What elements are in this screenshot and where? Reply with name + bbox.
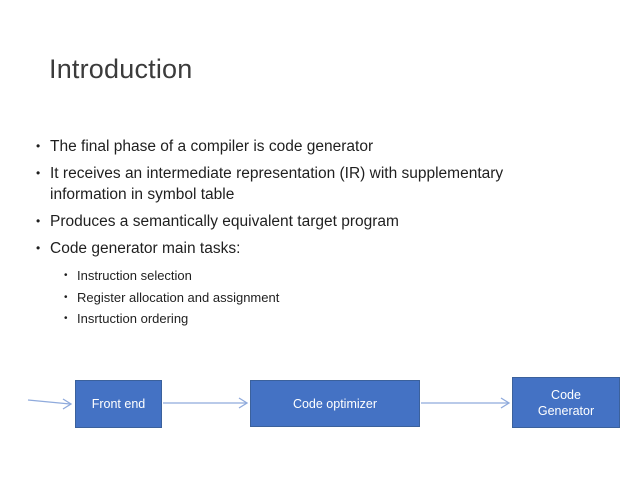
flow-arrow: [163, 397, 249, 409]
bullet-marker: •: [36, 214, 41, 228]
diagram-node-front-end: Front end: [75, 380, 162, 428]
bullet-item: • Code generator main tasks:: [36, 238, 592, 259]
bullet-list: • The final phase of a compiler is code …: [36, 136, 592, 330]
sub-bullet-item: • Register allocation and assignment: [64, 287, 592, 309]
bullet-text: Produces a semantically equivalent targe…: [50, 213, 399, 230]
sub-bullet-text: Insrtuction ordering: [77, 311, 189, 326]
slide-title: Introduction: [49, 54, 193, 84]
sub-bullet-text: Register allocation and assignment: [77, 289, 280, 305]
bullet-item: • The final phase of a compiler is code …: [36, 136, 592, 157]
sub-bullet-item: • Insrtuction ordering: [64, 308, 592, 330]
diagram-node-label: Code Generator: [537, 387, 595, 418]
bullet-text: It receives an intermediate representati…: [50, 165, 504, 203]
bullet-text: The final phase of a compiler is code ge…: [50, 138, 374, 155]
bullet-marker: •: [64, 313, 68, 324]
bullet-item: • It receives an intermediate representa…: [36, 163, 592, 205]
bullet-marker: •: [36, 241, 41, 255]
sub-bullet-text: Instruction selection: [77, 268, 192, 283]
diagram-node-label: Code optimizer: [292, 396, 378, 411]
bullet-marker: •: [36, 139, 41, 153]
diagram-node-label: Front end: [91, 397, 146, 411]
bullet-marker: •: [36, 166, 41, 180]
bullet-item: • Produces a semantically equivalent tar…: [36, 211, 592, 232]
bullet-text: Code generator main tasks:: [50, 240, 241, 257]
bullet-marker: •: [64, 291, 68, 303]
diagram-node-code-optimizer: Code optimizer: [250, 380, 420, 427]
sub-bullet-item: • Instruction selection: [64, 265, 592, 287]
flow-arrow: [27, 398, 73, 410]
flow-arrow: [421, 397, 511, 409]
bullet-marker: •: [64, 270, 68, 281]
diagram-node-code-generator: Code Generator: [512, 377, 620, 428]
